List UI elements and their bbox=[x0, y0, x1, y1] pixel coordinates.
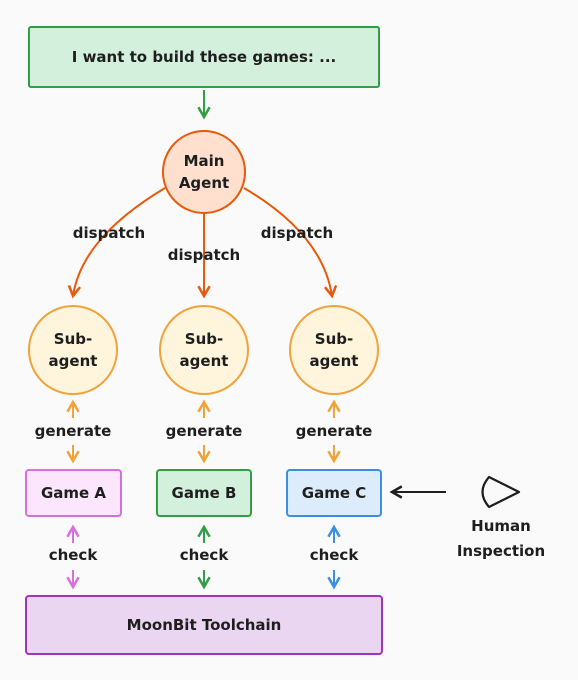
subagent-b-line1: Sub- bbox=[184, 330, 224, 348]
game-b-box: Game B bbox=[156, 469, 252, 517]
prompt-text: I want to build these games: ... bbox=[71, 48, 337, 66]
check-label-a: check bbox=[48, 546, 98, 564]
main-agent-node: Main Agent bbox=[162, 130, 246, 214]
subagent-b-line2: agent bbox=[179, 352, 229, 370]
main-agent-label-line1: Main bbox=[183, 152, 225, 170]
subagent-a-line2: agent bbox=[48, 352, 98, 370]
game-a-box: Game A bbox=[25, 469, 122, 517]
dispatch-arrow-c bbox=[243, 187, 338, 299]
game-c-box: Game C bbox=[286, 469, 382, 517]
check-label-b: check bbox=[179, 546, 229, 564]
generate-label-b: generate bbox=[165, 422, 243, 440]
subagent-c-line1: Sub- bbox=[314, 330, 354, 348]
human-inspection-label: Human Inspection bbox=[440, 514, 562, 564]
subagent-node-b: Sub- agent bbox=[159, 305, 249, 395]
prompt-box: I want to build these games: ... bbox=[28, 26, 380, 88]
game-a-label: Game A bbox=[40, 484, 107, 502]
subagent-node-a: Sub- agent bbox=[28, 305, 118, 395]
human-inspection-line1: Human bbox=[471, 517, 531, 535]
generate-label-a: generate bbox=[34, 422, 112, 440]
human-inspection-line2: Inspection bbox=[456, 542, 546, 560]
dispatch-arrow-a bbox=[67, 187, 166, 299]
toolchain-label: MoonBit Toolchain bbox=[126, 616, 282, 634]
main-agent-label-line2: Agent bbox=[178, 174, 230, 192]
game-b-label: Game B bbox=[171, 484, 237, 502]
dispatch-label-a: dispatch bbox=[72, 224, 146, 242]
game-c-label: Game C bbox=[301, 484, 367, 502]
subagent-c-line2: agent bbox=[309, 352, 359, 370]
toolchain-box: MoonBit Toolchain bbox=[25, 595, 383, 655]
generate-label-c: generate bbox=[295, 422, 373, 440]
check-label-c: check bbox=[309, 546, 359, 564]
dispatch-label-c: dispatch bbox=[260, 224, 334, 242]
subagent-node-c: Sub- agent bbox=[289, 305, 379, 395]
dispatch-label-b: dispatch bbox=[167, 246, 241, 264]
subagent-a-line1: Sub- bbox=[53, 330, 93, 348]
eye-icon bbox=[481, 475, 521, 509]
